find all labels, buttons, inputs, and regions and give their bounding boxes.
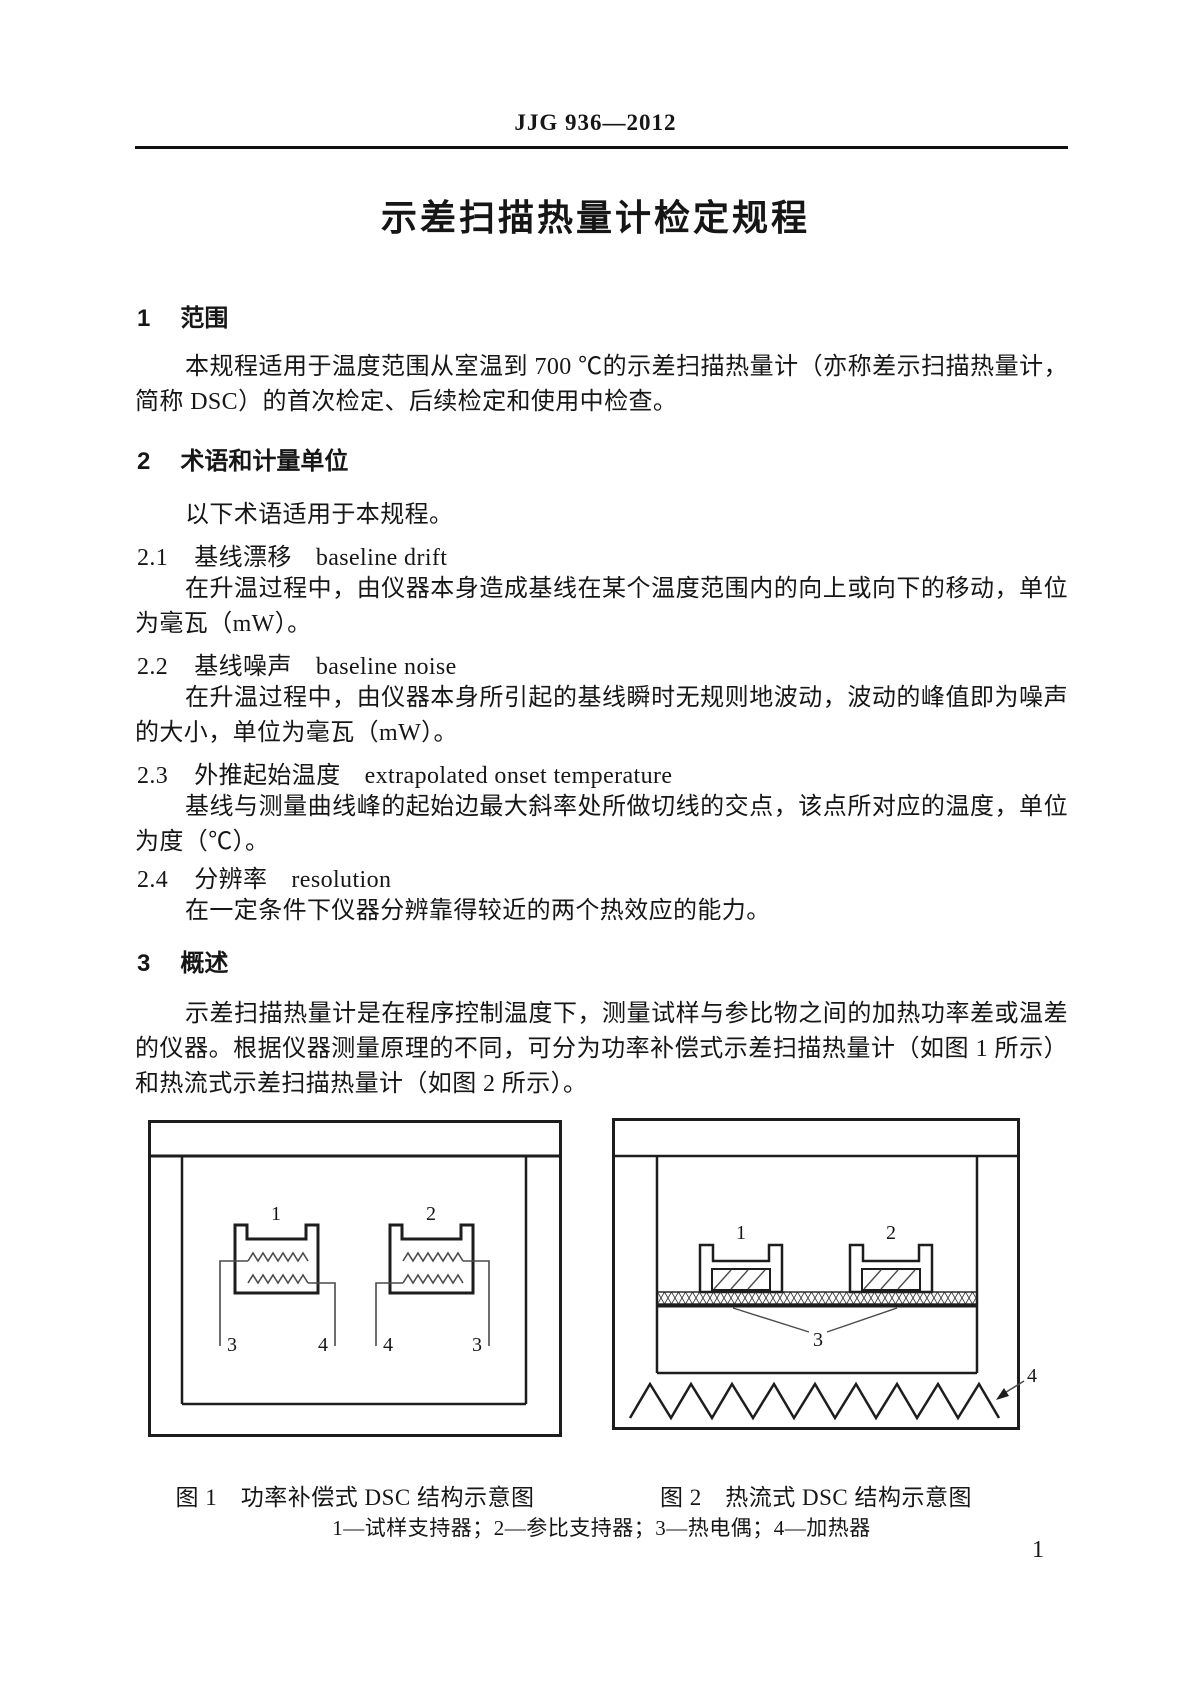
term-2-4-definition: 在一定条件下仪器分辨靠得较近的两个热效应的能力。 <box>185 898 771 924</box>
section-1-heading: 1 范围 <box>137 298 1068 333</box>
term-zh: 基线漂移 <box>194 545 292 571</box>
term-zh: 分辨率 <box>194 867 268 893</box>
figure-2-caption: 图 2 热流式 DSC 结构示意图 <box>660 1485 972 1510</box>
term-number: 2.2 <box>137 654 169 680</box>
figure-legend: 1—试样支持器；2—参比支持器；3—热电偶；4—加热器 <box>332 1516 871 1540</box>
section-title: 术语和计量单位 <box>180 448 349 475</box>
page-title: 示差扫描热量计检定规程 <box>380 197 810 238</box>
term-en: resolution <box>291 867 392 893</box>
term-zh: 外推起始温度 <box>194 763 341 789</box>
figure-2-heat-flux-dsc-diagram: 1 2 3 4 <box>612 1118 1037 1430</box>
term-number: 2.4 <box>137 867 169 893</box>
term-2-1: 2.1 基线漂移 baseline drift <box>137 537 1068 572</box>
fig2-label-thermocouple: 3 <box>813 1329 823 1351</box>
header-rule <box>135 146 1068 149</box>
term-en: extrapolated onset temperature <box>364 763 673 789</box>
fig1-label-heater-right: 4 <box>383 1334 393 1356</box>
section-3-paragraph: 示差扫描热量计是在程序控制温度下，测量试样与参比物之间的加热功率差或温差的仪器。… <box>135 1001 1068 1097</box>
term-2-2-definition: 在升温过程中，由仪器本身所引起的基线瞬时无规则地波动，波动的峰值即为噪声的大小，… <box>135 685 1068 746</box>
term-2-3: 2.3 外推起始温度 extrapolated onset temperature <box>137 755 1068 790</box>
section-1-paragraph: 本规程适用于温度范围从室温到 700 ℃的示差扫描热量计（亦称差示扫描热量计，简… <box>135 354 1068 415</box>
section-3-heading: 3 概述 <box>137 943 1068 978</box>
section-title: 概述 <box>180 950 229 977</box>
fig2-label-reference: 2 <box>886 1222 896 1244</box>
term-number: 2.3 <box>137 763 169 789</box>
section-title: 范围 <box>180 305 229 332</box>
figure-1-caption: 图 1 功率补偿式 DSC 结构示意图 <box>175 1485 535 1510</box>
term-2-4: 2.4 分辨率 resolution <box>137 859 1068 894</box>
fig1-label-thermocouple-left: 3 <box>227 1334 237 1356</box>
section-number: 1 <box>137 305 151 332</box>
figure-1-power-compensation-dsc-diagram: 1 2 3 4 4 3 <box>148 1120 562 1437</box>
fig1-label-heater-left: 4 <box>318 1334 328 1356</box>
section-number: 3 <box>137 950 151 977</box>
section-2-heading: 2 术语和计量单位 <box>137 441 1068 476</box>
term-en: baseline noise <box>315 654 457 680</box>
term-number: 2.1 <box>137 545 169 571</box>
page-number: 1 <box>1032 1537 1044 1563</box>
fig1-label-reference: 2 <box>426 1203 436 1225</box>
term-zh: 基线噪声 <box>194 654 292 680</box>
term-2-1-definition: 在升温过程中，由仪器本身造成基线在某个温度范围内的向上或向下的移动，单位为毫瓦（… <box>135 576 1068 637</box>
fig1-label-sample: 1 <box>271 1203 281 1225</box>
term-en: baseline drift <box>315 545 448 571</box>
fig1-label-thermocouple-right: 3 <box>472 1334 482 1356</box>
doc-code: JJG 936—2012 <box>514 110 677 135</box>
section-2-intro: 以下术语适用于本规程。 <box>185 502 454 528</box>
fig2-label-heater: 4 <box>1027 1365 1037 1387</box>
term-2-2: 2.2 基线噪声 baseline noise <box>137 646 1068 681</box>
fig2-label-sample: 1 <box>736 1222 746 1244</box>
term-2-3-definition: 基线与测量曲线峰的起始边最大斜率处所做切线的交点，该点所对应的温度，单位为度（℃… <box>135 794 1068 855</box>
section-number: 2 <box>137 448 151 475</box>
